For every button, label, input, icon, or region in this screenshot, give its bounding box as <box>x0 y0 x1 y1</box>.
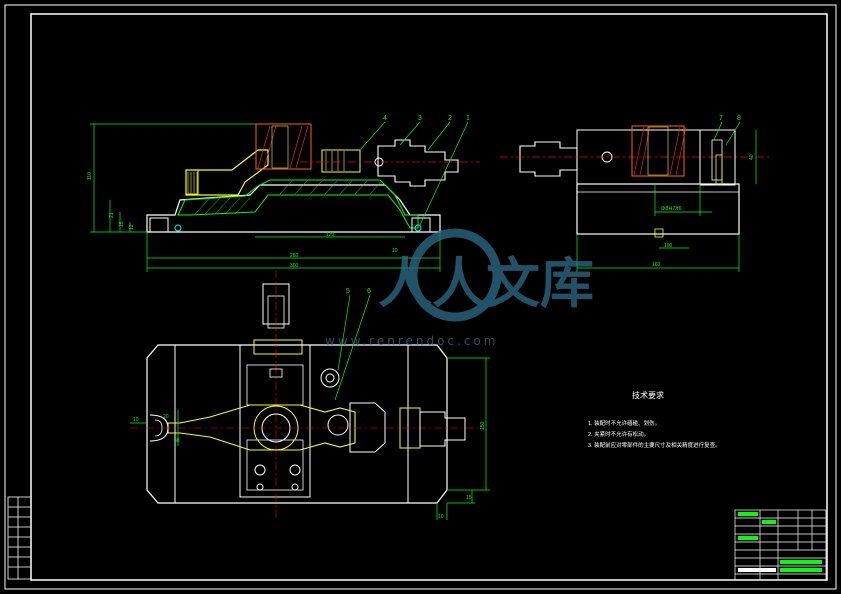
top-dim-left2: 30 <box>174 438 180 444</box>
side-balloon-7: 7 <box>719 115 723 122</box>
front-dim-small: 10 <box>392 248 398 254</box>
top-base-outline <box>146 344 448 504</box>
tech-requirement-1: 1. 装配时不允许磕碰、划伤。 <box>588 419 660 427</box>
inner-border <box>30 13 828 581</box>
top-balloon-6: 6 <box>367 288 371 295</box>
watermark-logo-circle <box>408 228 502 322</box>
front-dim-total1: 260 <box>290 253 299 259</box>
outer-border <box>4 4 837 590</box>
top-center-plate <box>239 344 311 498</box>
front-hatch <box>194 180 383 215</box>
front-balloon-1: 1 <box>466 115 470 122</box>
top-dim-small2: 10 <box>438 514 444 520</box>
tech-requirement-3: 3. 装配前应对零部件的主要尺寸及相关精度进行复查。 <box>588 441 721 449</box>
drawing-frame <box>4 4 837 590</box>
side-dim-width: 160 <box>652 262 661 268</box>
front-dim-h3: 15 <box>119 221 125 227</box>
top-dim-left1: 20 <box>163 414 169 420</box>
front-balloon-2: 2 <box>448 115 452 122</box>
tech-requirement-2: 2. 夹紧时不允许有松动。 <box>588 430 649 438</box>
watermark-url: www.renrendoc.com <box>325 334 498 348</box>
side-base <box>576 183 740 235</box>
side-dim-mid: 100 <box>664 243 673 249</box>
front-dimensions <box>90 123 441 272</box>
watermark-logo-text: 人人文库 <box>378 252 594 315</box>
front-bushing-block <box>255 123 312 170</box>
side-balloon-8: 8 <box>737 115 741 122</box>
top-workpiece <box>167 404 356 451</box>
left-code-strip <box>7 496 32 580</box>
top-dim-height: 150 <box>480 421 486 430</box>
top-dim-bottom: 10 <box>133 417 139 423</box>
front-cylinder <box>377 139 459 187</box>
side-dim-fit: Φ8H7/f6 <box>661 206 682 212</box>
front-balloon-4: 4 <box>383 115 387 122</box>
watermark: 人人文库 www.renrendoc.com <box>325 228 594 348</box>
tech-requirements: 技术要求 1. 装配时不允许磕碰、划伤。 2. 夹紧时不允许有松动。 3. 装配… <box>588 390 721 449</box>
front-body-section <box>177 179 419 229</box>
front-balloon-3: 3 <box>418 115 422 122</box>
side-view: 7 8 Φ8H7/f6 100 160 40 <box>500 115 770 272</box>
front-dim-total2: 300 <box>290 263 299 269</box>
side-dim-height: 40 <box>749 154 755 160</box>
front-clamp-plate <box>321 149 361 173</box>
front-dim-h2: 21 <box>109 212 115 218</box>
front-dim-height: 110 <box>87 172 93 180</box>
top-view: 5 6 150 15 10 20 30 10 <box>130 270 490 520</box>
top-balloon-5: 5 <box>346 288 350 295</box>
side-cylinder <box>519 141 578 177</box>
title-block-fills <box>738 512 822 572</box>
front-view: 110 21 15 12 120 260 300 10 4 3 2 1 <box>87 115 480 272</box>
top-dim-small1: 15 <box>466 495 472 501</box>
front-dim-inner: 120 <box>326 232 335 238</box>
tech-requirements-title: 技术要求 <box>632 390 664 400</box>
front-dim-h4: 12 <box>129 224 135 230</box>
front-workpiece <box>185 149 269 196</box>
